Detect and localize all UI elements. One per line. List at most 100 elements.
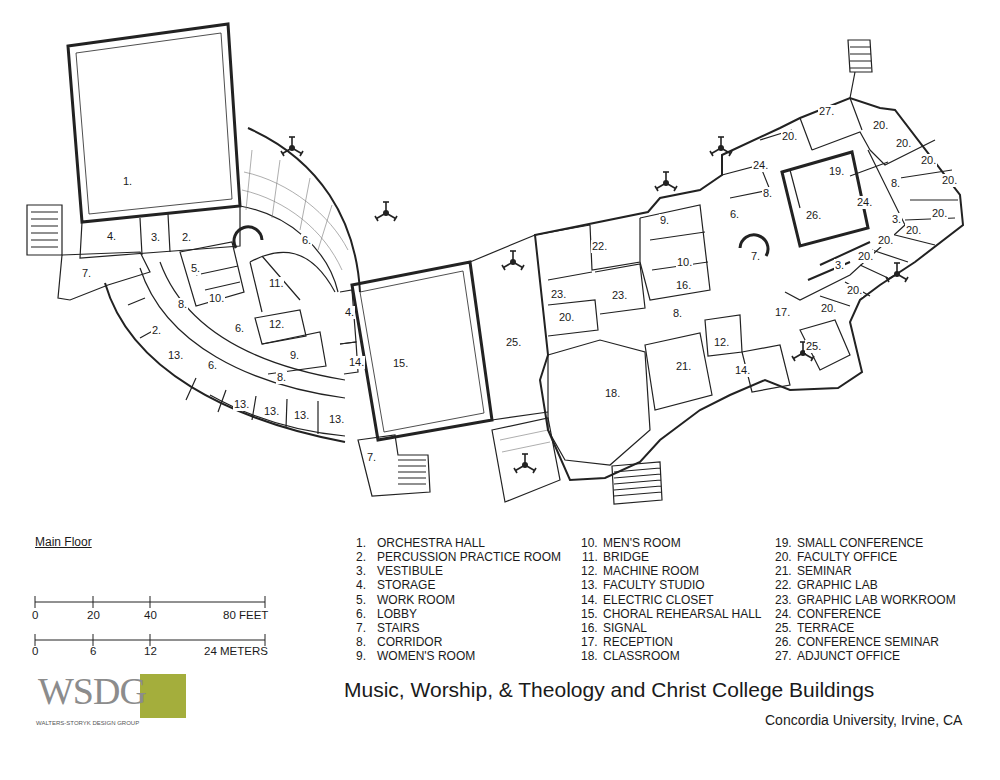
key-number: 26. <box>775 636 792 650</box>
plan-line <box>645 333 712 410</box>
plan-line <box>210 395 345 436</box>
room-number: 20. <box>820 302 837 315</box>
room-number: 6. <box>301 234 312 247</box>
key-name: CHORAL REHEARSAL HALL <box>603 608 762 622</box>
room-number: 13. <box>263 405 280 418</box>
plan-line <box>548 272 598 336</box>
key-number: 21. <box>775 565 792 579</box>
key-name: RECEPTION <box>603 636 673 650</box>
key-number: 3. <box>356 565 366 579</box>
key-name: BRIDGE <box>603 551 649 565</box>
room-number: 8. <box>762 187 773 200</box>
key-name: SIGNAL <box>603 622 647 636</box>
key-name: MEN'S ROOM <box>603 537 681 551</box>
room-number: 19. <box>828 165 845 178</box>
room-number: 20. <box>905 224 922 237</box>
room-number: 21. <box>675 360 692 373</box>
room-number: 20. <box>895 137 912 150</box>
key-name: GRAPHIC LAB <box>797 579 878 593</box>
key-number: 2. <box>356 551 366 565</box>
plan-line <box>595 264 645 314</box>
key-number: 17. <box>581 636 598 650</box>
plan-line <box>655 172 677 191</box>
room-number: 7. <box>750 250 761 263</box>
plan-line <box>820 140 958 306</box>
room-number: 7. <box>366 451 377 464</box>
key-number: 6. <box>356 608 366 622</box>
key-name: PERCUSSION PRACTICE ROOM <box>377 551 561 565</box>
key-name: ELECTRIC CLOSET <box>603 594 714 608</box>
room-number: 23. <box>611 289 628 302</box>
plan-line <box>492 412 548 420</box>
plan-line <box>58 252 150 300</box>
right-building <box>535 40 963 504</box>
title: Music, Worship, & Theology and Christ Co… <box>344 678 874 702</box>
plan-line <box>234 227 262 248</box>
room-number: 23. <box>550 288 567 301</box>
room-number: 20. <box>857 250 874 263</box>
room-number: 3. <box>150 231 161 244</box>
plan-line <box>140 214 170 255</box>
key-name: LOBBY <box>377 608 417 622</box>
key-name: GRAPHIC LAB WORKROOM <box>797 594 956 608</box>
room-number: 8. <box>177 298 188 311</box>
plan-line <box>535 98 963 480</box>
room-number: 25. <box>505 336 522 349</box>
room-number: 13. <box>328 413 345 426</box>
room-number: 6. <box>234 322 245 335</box>
room-number: 8. <box>672 307 683 320</box>
plan-line <box>262 332 326 374</box>
key-name: STORAGE <box>377 579 435 593</box>
plan-line <box>360 271 484 432</box>
scale-number: 0 <box>32 609 38 622</box>
plan-line <box>548 340 650 465</box>
key-name: CONFERENCE SEMINAR <box>797 636 939 650</box>
plan-line <box>196 266 240 290</box>
key-name: CLASSROOM <box>603 650 680 664</box>
plan-line <box>848 40 872 98</box>
scale-number: 0 <box>32 645 38 658</box>
plan-line <box>790 162 888 208</box>
room-number: 16. <box>675 279 692 292</box>
key-number: 25. <box>775 622 792 636</box>
fan-symbols <box>281 137 908 473</box>
key-number: 27. <box>775 650 792 664</box>
key-name: WOMEN'S ROOM <box>377 650 475 664</box>
plan-line <box>612 462 662 504</box>
plan-line <box>31 212 58 247</box>
plan-line <box>375 202 397 221</box>
room-number: 5. <box>190 262 201 275</box>
key-number: 16. <box>581 622 598 636</box>
key-number: 12. <box>581 565 598 579</box>
room-number: 20. <box>558 311 575 324</box>
key-number: 1. <box>356 537 366 551</box>
key-name: CORRIDOR <box>377 636 442 650</box>
plan-line <box>800 320 850 370</box>
plan-line <box>535 218 640 270</box>
plan-line <box>242 172 348 270</box>
room-number: 12. <box>268 318 285 331</box>
plan-line <box>710 137 732 156</box>
plan-line <box>281 137 303 156</box>
room-number: 8. <box>276 371 287 384</box>
plan-line <box>76 33 232 214</box>
room-number: 10. <box>676 256 693 269</box>
room-number: 24. <box>856 196 873 209</box>
plan-line <box>358 435 430 496</box>
caption: Concordia University, Irvine, CA <box>765 712 962 728</box>
room-number: 1. <box>122 175 133 188</box>
plan-line <box>492 418 560 502</box>
room-number: 6. <box>729 208 740 221</box>
key-name: SEMINAR <box>797 565 852 579</box>
key-name: CONFERENCE <box>797 608 881 622</box>
room-number: 22. <box>591 240 608 253</box>
plan-line <box>27 205 62 255</box>
key-name: FACULTY OFFICE <box>797 551 897 565</box>
room-number: 20. <box>931 207 948 220</box>
key-name: TERRACE <box>797 622 854 636</box>
plan-line <box>352 262 492 440</box>
scale-number: 20 <box>87 609 100 622</box>
key-number: 22. <box>775 579 792 593</box>
key-name: ORCHESTRA HALL <box>377 537 485 551</box>
